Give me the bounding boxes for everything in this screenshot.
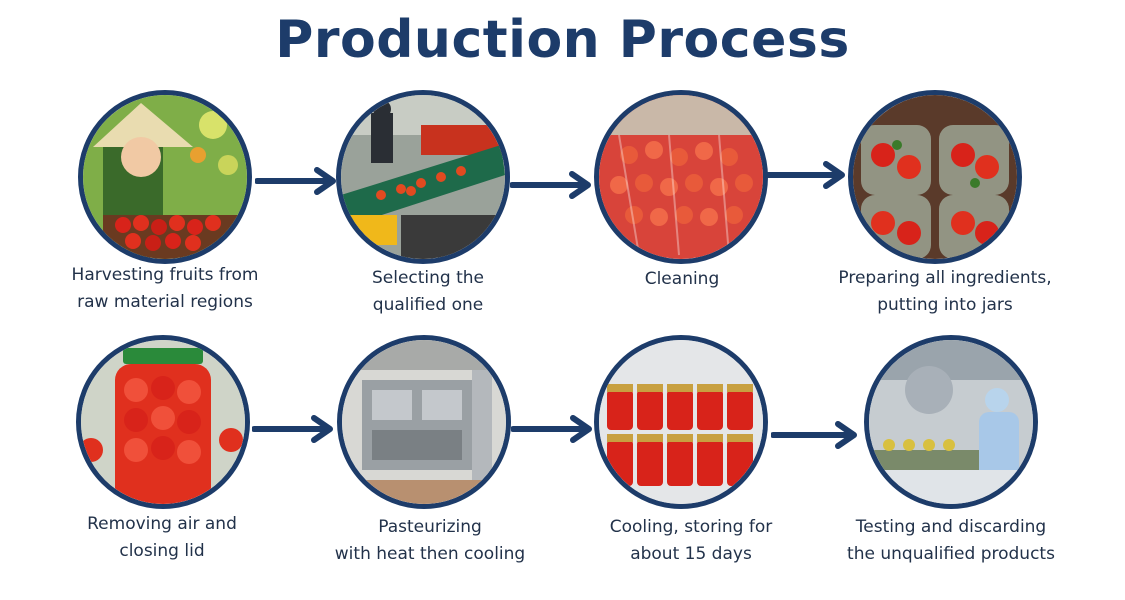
step-6-photo [337,335,511,509]
arrow-2-to-3 [510,171,591,199]
arrow-1-to-2 [255,167,336,195]
step-7-photo [594,335,768,509]
caption-line: Cooling, storing for [609,517,773,537]
caption-line: closing lid [119,541,205,561]
step-4-photo [848,90,1022,264]
arrow-3-to-4 [764,161,845,189]
step-1-caption: Harvesting fruits from raw material regi… [40,262,290,316]
cleaning-photo-icon [599,95,763,259]
caption-line: Removing air and [87,514,237,534]
harvesting-photo-icon [83,95,247,259]
step-5-caption: Removing air and closing lid [37,511,287,565]
testing-photo-icon [869,340,1033,504]
step-5-photo [76,335,250,509]
step-6-caption: Pasteurizing with heat then cooling [305,514,555,568]
step-2-photo [336,90,510,264]
step-2-caption: Selecting the qualified one [303,265,553,319]
step-8-photo [864,335,1038,509]
caption-line: Pasteurizing [378,517,482,537]
caption-line: raw material regions [77,292,253,312]
pasteurizer-photo-icon [342,340,506,504]
sorting-photo-icon [341,95,505,259]
caption-line: with heat then cooling [334,544,526,564]
step-1-photo [78,90,252,264]
caption-line: the unqualified products [847,544,1055,564]
arrow-5-to-6 [252,415,333,443]
step-3-caption: Cleaning [557,266,807,293]
caption-line: Testing and discarding [855,517,1047,537]
step-7-caption: Cooling, storing for about 15 days [566,514,816,568]
sealed-jar-photo-icon [81,340,245,504]
step-4-caption: Preparing all ingredients, putting into … [820,265,1070,319]
jars-photo-icon [853,95,1017,259]
arrow-7-to-8 [771,421,857,449]
step-8-caption: Testing and discarding the unqualified p… [826,514,1076,568]
caption-line: qualified one [372,295,484,315]
stored-jars-photo-icon [599,340,763,504]
caption-line: putting into jars [877,295,1013,315]
page-title: Production Process [275,10,850,70]
caption-line: Harvesting fruits from [71,265,259,285]
caption-line: Selecting the [371,268,485,288]
caption-line: Cleaning [644,269,720,289]
step-3-photo [594,90,768,264]
arrow-6-to-7 [511,415,592,443]
caption-line: about 15 days [630,544,752,564]
caption-line: Preparing all ingredients, [838,268,1052,288]
